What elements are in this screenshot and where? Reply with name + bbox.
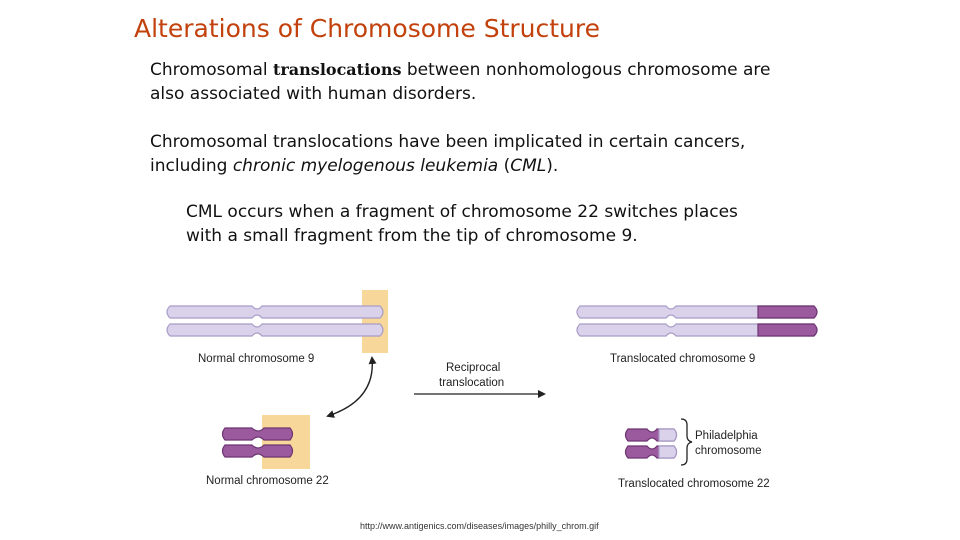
- reciprocal-label-line2: translocation: [439, 377, 504, 389]
- paragraph-cancers: Chromosomal translocations have been imp…: [150, 130, 745, 178]
- translocation-region-highlight: [362, 290, 388, 353]
- text-segment: ).: [546, 156, 559, 176]
- exchange-arrow: [326, 356, 377, 418]
- translocated-chromosome-9: [576, 305, 818, 337]
- normal-chromosome-22-label: Normal chromosome 22: [206, 475, 329, 487]
- chr9-fragment: [658, 428, 678, 442]
- philadelphia-label-line1: Philadelphia: [695, 430, 758, 442]
- philadelphia-bracket: [680, 418, 693, 466]
- text-segment: including: [150, 156, 233, 176]
- chromatid: [221, 444, 294, 458]
- chr22-fragment: [757, 323, 818, 337]
- normal-chromosome-22: [221, 415, 310, 469]
- paragraph-line: Chromosomal translocations between nonho…: [150, 58, 770, 82]
- slide-title: Alterations of Chromosome Structure: [134, 14, 601, 43]
- translocation-figure: Normal chromosome 9 Normal chromosome 22…: [150, 282, 830, 497]
- philadelphia-label-line2: chromosome: [695, 445, 761, 457]
- paragraph-line: Chromosomal translocations have been imp…: [150, 132, 746, 152]
- chromatid: [166, 323, 384, 337]
- chr9-fragment: [658, 445, 678, 459]
- normal-chromosome-9-label: Normal chromosome 9: [198, 353, 314, 365]
- chromatid: [221, 427, 294, 441]
- paragraph-line: also associated with human disorders.: [150, 84, 477, 104]
- italic-term: chronic myelogenous leukemia: [232, 156, 499, 176]
- reciprocal-label-line1: Reciprocal: [446, 362, 500, 374]
- translocation-region-highlight: [262, 415, 310, 469]
- text-segment: (: [498, 156, 511, 176]
- paragraph-line: including chronic myelogenous leukemia (…: [150, 154, 745, 178]
- paragraph-translocations: Chromosomal translocations between nonho…: [150, 58, 770, 106]
- text-segment: Chromosomal: [150, 60, 273, 80]
- normal-chromosome-9: [166, 290, 388, 353]
- source-url: http://www.antigenics.com/diseases/image…: [360, 521, 599, 531]
- chromatid: [166, 305, 384, 319]
- chr22-fragment: [757, 305, 818, 319]
- paragraph-cml: CML occurs when a fragment of chromosome…: [186, 200, 738, 248]
- philadelphia-chromosome: [624, 428, 678, 459]
- paragraph-line: CML occurs when a fragment of chromosome…: [186, 202, 738, 222]
- text-segment: between nonhomologous chromosome are: [401, 60, 771, 80]
- paragraph-line: with a small fragment from the tip of ch…: [186, 226, 638, 246]
- italic-abbreviation: CML: [510, 156, 547, 176]
- translocation-diagram: Normal chromosome 9 Normal chromosome 22…: [166, 290, 818, 490]
- translocated-chromosome-22-label: Translocated chromosome 22: [618, 478, 770, 490]
- key-term: translocations: [272, 60, 402, 79]
- translocated-chromosome-9-label: Translocated chromosome 9: [610, 353, 755, 365]
